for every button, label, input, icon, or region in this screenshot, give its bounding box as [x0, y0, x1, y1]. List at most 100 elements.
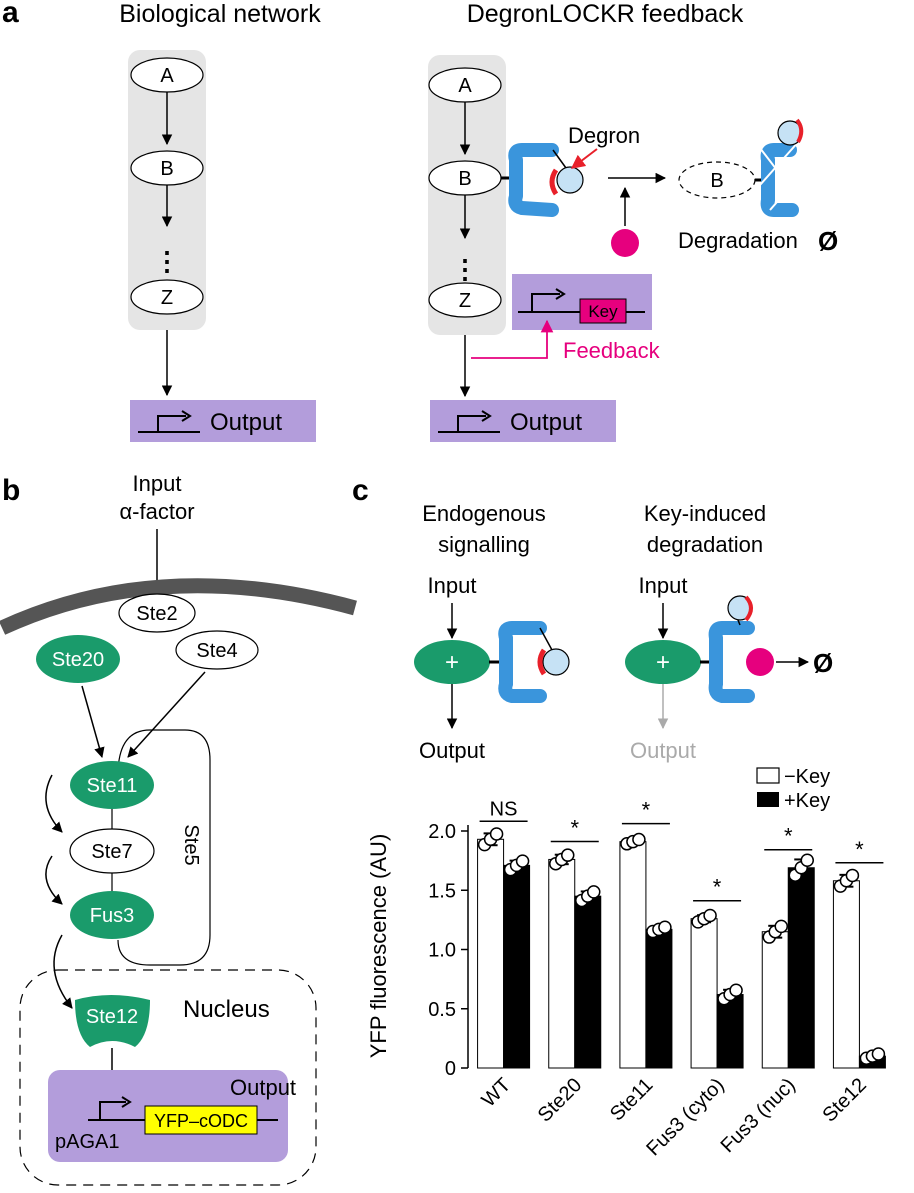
panel-a-label: a — [2, 0, 19, 29]
key-induced-title-2: degradation — [647, 532, 763, 557]
data-point — [800, 853, 814, 868]
x-tick-label: Fus3 (cyto) — [642, 1074, 728, 1160]
degraded-lockr-icon — [760, 143, 799, 217]
ste5-label: Ste5 — [180, 824, 202, 865]
ste4-label: Ste4 — [196, 640, 237, 662]
bar — [787, 867, 815, 1069]
plus-left: + — [445, 649, 459, 676]
x-tick-label: WT — [478, 1074, 516, 1112]
reporter-label: YFP–cODC — [154, 1111, 248, 1131]
degronlockr-feedback-title: DegronLOCKR feedback — [467, 0, 744, 28]
lockr-cage-icon — [508, 143, 559, 217]
node-z-right: Z — [459, 290, 471, 312]
data-point — [774, 919, 788, 934]
plus-right: + — [656, 649, 670, 676]
data-point — [515, 854, 530, 868]
ste4-node — [175, 630, 259, 670]
biological-network-title: Biological network — [119, 0, 321, 28]
cell-membrane — [0, 578, 357, 635]
panel-c-label: c — [352, 474, 369, 507]
y-tick-label: 1.5 — [428, 880, 456, 902]
input-label-c-right: Input — [639, 573, 688, 598]
bar — [645, 928, 673, 1069]
legend-swatch-plus — [757, 792, 779, 807]
input-label: Input — [133, 471, 182, 496]
ste20-node — [36, 635, 120, 683]
output-label-b: Output — [230, 1075, 296, 1100]
ellipsis-right: ⋮ — [452, 254, 478, 284]
endogenous-title-1: Endogenous — [422, 501, 546, 526]
significance-label: NS — [490, 798, 518, 820]
significance-label: * — [570, 815, 579, 840]
data-point — [871, 1047, 886, 1061]
data-point — [561, 848, 575, 862]
ste7-node — [69, 828, 155, 874]
lockr-cage-left-icon — [498, 621, 547, 703]
bar — [548, 858, 576, 1069]
degron-label: Degron — [568, 123, 640, 148]
degron-mark-icon — [549, 168, 559, 196]
x-tick-label: Ste11 — [606, 1074, 657, 1125]
y-tick-label: 1.0 — [428, 940, 456, 962]
legend-swatch-minus — [756, 767, 780, 784]
ste2-label: Ste2 — [136, 603, 177, 625]
ellipsis-left: ⋮ — [154, 246, 180, 276]
data-point — [489, 827, 504, 841]
fus3-label: Fus3 — [90, 905, 134, 927]
significance-label: * — [713, 875, 722, 900]
node-z — [130, 279, 204, 315]
endogenous-title-2: signalling — [438, 532, 530, 557]
significance-label: * — [784, 824, 793, 849]
data-point — [703, 908, 717, 923]
nucleus-boundary — [19, 969, 317, 1186]
output-box-left: Output — [130, 400, 316, 442]
bar — [690, 918, 718, 1069]
nucleus-label: Nucleus — [183, 996, 270, 1023]
ste2-node — [118, 593, 196, 633]
node-b-right: B — [458, 168, 471, 190]
y-tick-label: 0.5 — [428, 999, 456, 1021]
key-induced-title-1: Key-induced — [644, 501, 766, 526]
panel-b-label: b — [2, 474, 20, 507]
fus3-node — [70, 891, 154, 939]
x-tick-label: Ste20 — [534, 1074, 587, 1127]
feedback-arrow — [471, 319, 554, 359]
alpha-factor-label: α-factor — [119, 499, 194, 524]
legend-plus-label: +Key — [784, 790, 830, 812]
bar — [619, 841, 647, 1069]
data-point — [845, 868, 860, 883]
key-peptide-c-icon — [746, 648, 774, 676]
biological-network: A B ⋮ Z — [128, 50, 206, 397]
node-a-label: A — [160, 65, 174, 87]
data-point — [729, 983, 743, 998]
empty-set-c-icon: Ø — [813, 648, 833, 678]
empty-set-icon: Ø — [818, 226, 838, 256]
output-label-c-right: Output — [630, 738, 696, 763]
degradation-label: Degradation — [678, 228, 798, 253]
latch-circle-icon — [556, 166, 584, 194]
bar — [716, 994, 744, 1069]
feedback-label: Feedback — [563, 338, 661, 363]
signalling-node-right — [625, 640, 701, 684]
x-tick-label: Fus3 (nuc) — [717, 1074, 800, 1157]
significance-label: * — [855, 837, 864, 862]
ste20-label: Ste20 — [52, 649, 104, 671]
output-label-right: Output — [510, 409, 582, 436]
promoter-label: pAGA1 — [55, 1131, 119, 1153]
bar — [477, 838, 505, 1069]
y-tick-label: 0 — [445, 1058, 456, 1080]
output-label-c-left: Output — [419, 738, 485, 763]
degronlockr-network: A B ⋮ Z Degron B Degradation Ø — [428, 55, 838, 398]
ste11-label: Ste11 — [87, 775, 138, 797]
legend-minus-label: −Key — [784, 766, 830, 788]
ste7-label: Ste7 — [91, 841, 132, 863]
key-peptide-icon — [611, 229, 639, 257]
degraded-node-b-label: B — [710, 170, 723, 192]
ste11-node — [70, 761, 154, 809]
node-z-label: Z — [161, 287, 173, 309]
ste12-node — [75, 995, 150, 1047]
key-label: Key — [588, 302, 618, 321]
y-axis-label: YFP fluorescence (AU) — [366, 834, 391, 1059]
